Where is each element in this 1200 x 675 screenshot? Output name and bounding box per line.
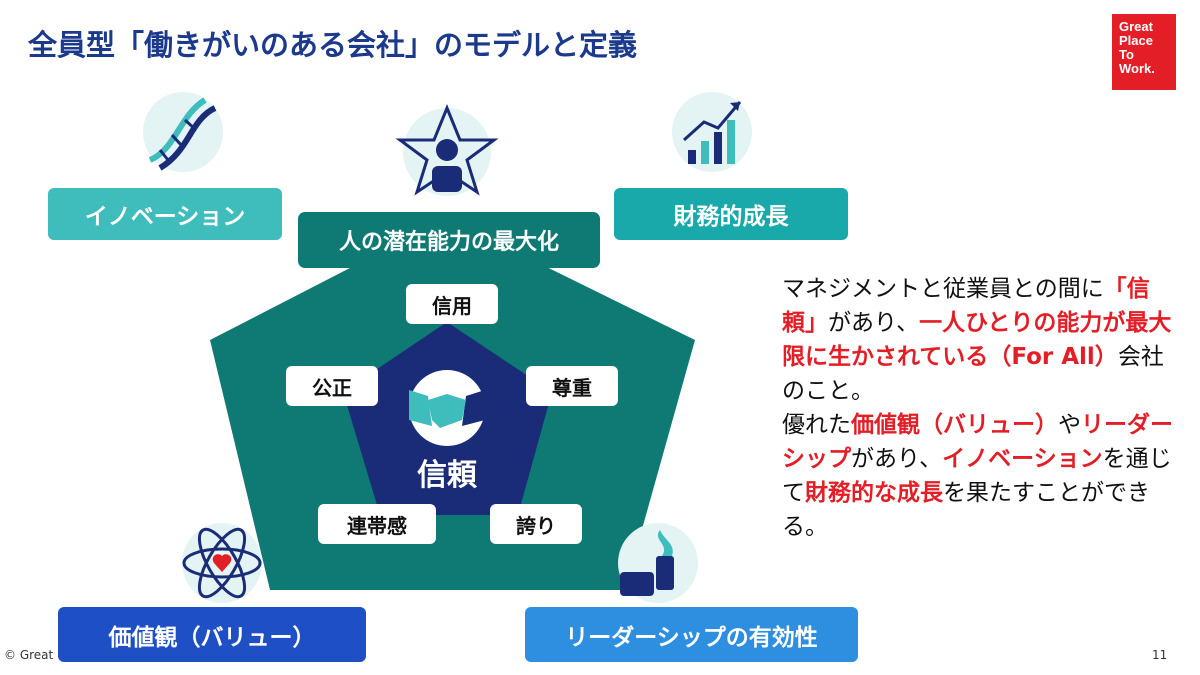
credibility-label: 信用 bbox=[406, 284, 498, 324]
camaraderie-label: 連帯感 bbox=[318, 504, 436, 544]
handshake-icon bbox=[409, 370, 485, 446]
innovation-pill: イノベーション bbox=[48, 188, 282, 240]
dna-icon bbox=[143, 92, 223, 172]
definition-highlight: リーダーシップ bbox=[782, 412, 1173, 472]
page-number: 11 bbox=[1152, 648, 1168, 662]
leadership-pill: リーダーシップの有効性 bbox=[525, 607, 858, 662]
logo-line: Great bbox=[1119, 19, 1153, 34]
definition-segment: 優れた bbox=[782, 412, 851, 438]
torch-icon bbox=[618, 523, 698, 603]
definition-segment: や bbox=[1058, 412, 1081, 438]
page-title: 全員型「働きがいのある会社」のモデルと定義 bbox=[28, 28, 638, 62]
definition-highlight: 一人ひとりの能力が最大限に生かされている bbox=[782, 310, 1172, 370]
definition-highlight: （For All） bbox=[988, 344, 1118, 370]
definition-segment: を果たすことができる。 bbox=[782, 480, 1150, 540]
great-place-to-work-logo: Great Place To Work. bbox=[1112, 14, 1176, 90]
pride-label: 誇り bbox=[490, 504, 582, 544]
definition-segment: マネジメントと従業員との間に bbox=[782, 276, 1104, 302]
finance-pill: 財務的成長 bbox=[614, 188, 848, 240]
definition-highlight: 財務的な成長 bbox=[805, 480, 943, 506]
respect-label: 尊重 bbox=[526, 366, 618, 406]
potential-label: 人の潜在能力の最大化 bbox=[338, 230, 559, 255]
logo-line: To bbox=[1119, 47, 1134, 62]
potential-box bbox=[298, 212, 600, 268]
atom-heart-icon bbox=[182, 523, 262, 603]
definition-text: マネジメントと従業員との間に「信頼」があり、一人ひとりの能力が最大限に生かされて… bbox=[782, 272, 1182, 544]
definition-highlight: 「信頼」 bbox=[782, 276, 1150, 336]
definition-segment: 会社のこと。 bbox=[782, 344, 1164, 404]
fairness-label: 公正 bbox=[286, 366, 378, 406]
growth-chart-icon bbox=[672, 92, 752, 172]
trust-core-label: 信頼 bbox=[417, 458, 477, 493]
definition-highlight: イノベーション bbox=[942, 446, 1103, 472]
values-pill: 価値観（バリュー） bbox=[58, 607, 366, 662]
definition-segment: を通じて bbox=[782, 446, 1172, 506]
copyright-text: © Great bbox=[4, 648, 54, 662]
definition-highlight: 価値観（バリュー） bbox=[851, 412, 1058, 438]
person-star-icon bbox=[395, 104, 499, 196]
logo-line: Place bbox=[1119, 33, 1153, 48]
definition-segment: があり、 bbox=[851, 446, 943, 472]
definition-segment: があり、 bbox=[828, 310, 920, 336]
logo-line: Work. bbox=[1119, 61, 1155, 76]
